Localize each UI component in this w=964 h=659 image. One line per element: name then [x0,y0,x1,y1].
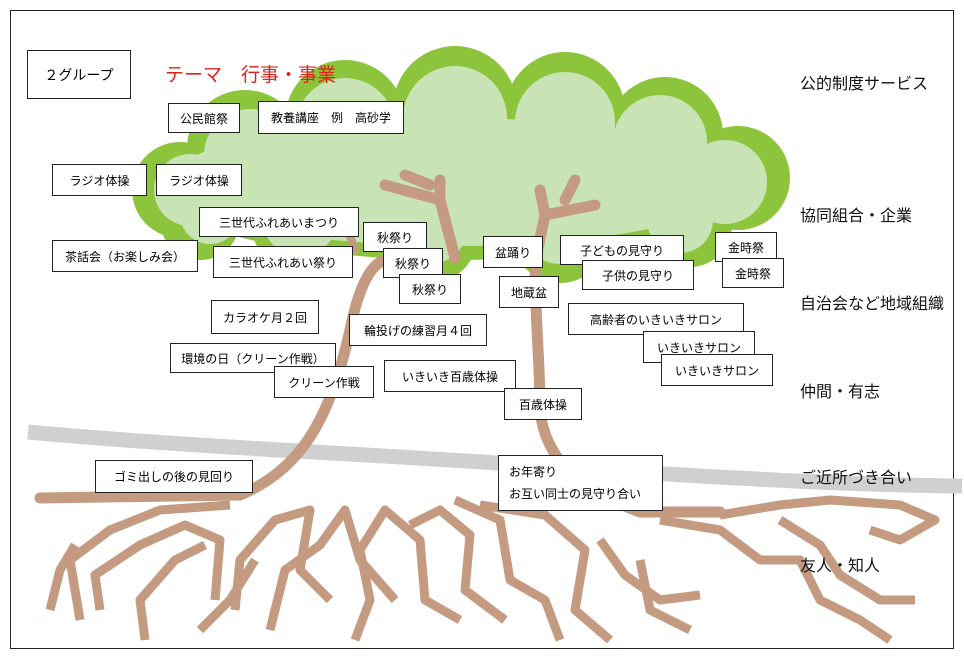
activity-box: 公民館祭 [168,103,240,133]
activity-box-elderly-watch: お年寄り お互い同士の見守り合い [498,455,663,511]
activity-box: 教養講座 例 高砂学 [258,101,404,134]
activity-box: ラジオ体操 [156,164,242,196]
activity-box: 輪投げの練習月４回 [349,314,487,346]
activity-box: 金時祭 [715,232,777,262]
activity-line: お互い同士の見守り合い [509,487,642,501]
activity-box: いきいきサロン [661,354,773,386]
activity-box: 秋祭り [383,248,443,278]
activity-box: 金時祭 [722,258,784,288]
activity-box: いきいき百歳体操 [384,360,516,392]
level-cooperative-business: 協同組合・企業 [800,206,913,225]
roots [45,495,940,644]
activity-box: 地蔵盆 [499,276,559,308]
activity-box: 盆踊り [483,236,543,268]
group-label: ２グループ [27,50,131,99]
activity-box: 百歳体操 [504,388,582,420]
level-neighbors: ご近所づき合い [800,468,913,487]
diagram-frame [10,10,954,649]
activity-box: 秋祭り [399,274,461,304]
level-public-service: 公的制度サービス [800,74,929,93]
activity-box: ゴミ出しの後の見回り [95,460,253,493]
activity-box: クリーン作戦 [274,366,374,398]
theme-title: テーマ 行事・事業 [165,64,337,86]
activity-box: 三世代ふれあいまつり [199,207,359,237]
activity-box: 三世代ふれあい祭り [213,246,353,278]
level-peers-volunteers: 仲間・有志 [800,382,881,401]
activity-box: カラオケ月２回 [211,300,319,334]
activity-box: 子供の見守り [582,260,694,290]
level-friends-acquaintances: 友人・知人 [800,556,881,575]
activity-box: 茶話会（お楽しみ会） [52,240,198,272]
level-neighborhood-association: 自治会など地域組織 [800,294,945,313]
activity-box: ラジオ体操 [52,164,147,196]
activity-line: お年寄り [509,465,558,479]
